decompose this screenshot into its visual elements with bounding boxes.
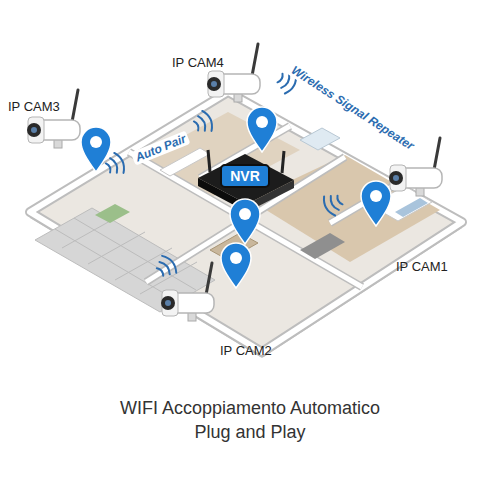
ip-camera [161, 263, 214, 321]
camera-label: IP CAM1 [396, 259, 448, 274]
nvr-antenna [282, 151, 284, 173]
location-pin [230, 199, 260, 244]
terrace-tiles [55, 216, 197, 301]
location-pin [247, 107, 277, 152]
nvr-device [198, 154, 294, 204]
wifi-waves [153, 253, 179, 280]
bed-blanket [395, 198, 428, 217]
location-pin [221, 243, 251, 288]
bathtub [300, 128, 340, 150]
caption: WIFI Accoppiamento Automatico Plug and P… [105, 396, 395, 445]
ip-camera [207, 44, 260, 102]
wifi-waves [191, 109, 215, 136]
sofa [300, 233, 345, 259]
plant [95, 204, 130, 223]
location-pin [81, 127, 111, 172]
camera-label: IP CAM3 [8, 99, 60, 114]
camera-label: IP CAM2 [220, 343, 272, 358]
camera-label: IP CAM4 [172, 55, 224, 70]
wifi-waves [103, 151, 127, 178]
nvr-antenna [208, 150, 210, 172]
node-label: NVR [230, 168, 260, 184]
location-pin [361, 181, 391, 226]
nvr-badge: NVR [220, 164, 270, 188]
wifi-waves [321, 190, 346, 217]
